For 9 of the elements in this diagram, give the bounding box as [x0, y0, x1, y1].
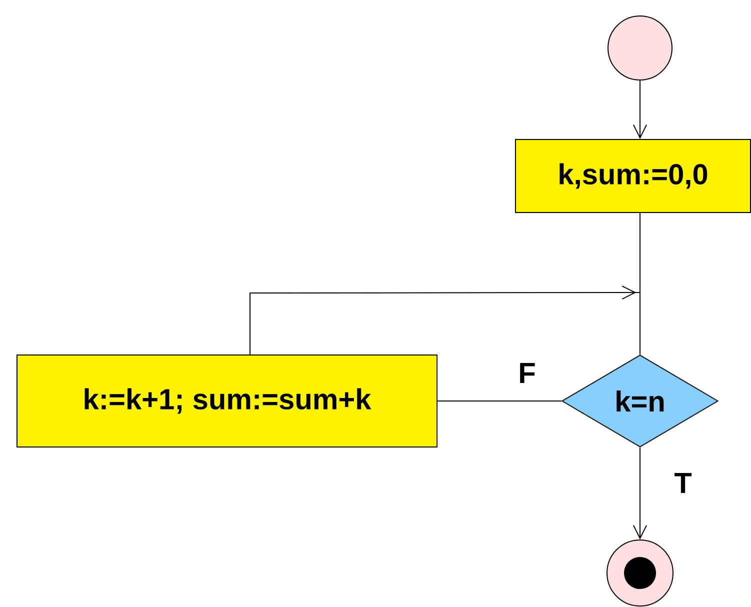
- end-circle: [606, 540, 674, 606]
- arrow: [633, 447, 647, 540]
- edge-label: F: [517, 362, 537, 384]
- edge-label: T: [673, 472, 693, 494]
- start-circle: [608, 16, 673, 80]
- arrow: [633, 80, 647, 139]
- process-box: k,sum:=0,0: [515, 139, 751, 213]
- connector-line: [437, 400, 562, 402]
- process-box: k:=k+1; sum:=sum+k: [16, 354, 438, 448]
